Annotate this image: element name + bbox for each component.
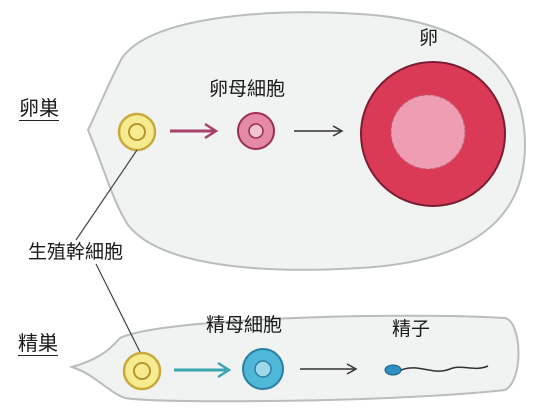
testis-label: 精巣: [18, 333, 58, 356]
germ-stem-cell-label: 生殖幹細胞: [28, 243, 123, 262]
testis-stem-cell: [124, 353, 160, 389]
ovary-stem-cell: [119, 114, 155, 150]
ovary-label: 卵巣: [19, 98, 59, 121]
oocyte-label: 卵母細胞: [209, 80, 285, 99]
spermatocyte-label: 精母細胞: [206, 316, 282, 335]
egg-inner: [391, 95, 465, 169]
sperm-label: 精子: [392, 320, 430, 339]
egg-label: 卵: [419, 29, 438, 48]
oocyte-nucleus: [249, 124, 263, 138]
spermatocyte-nucleus: [255, 361, 271, 377]
sperm-head: [385, 365, 401, 375]
